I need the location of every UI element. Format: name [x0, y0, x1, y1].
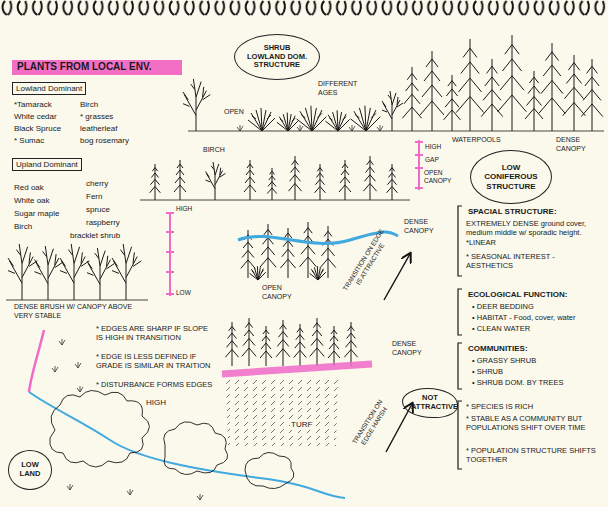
sketch-note: • HABITAT - Food, cover, water	[472, 313, 602, 322]
sketch-note: * POPULATION STRUCTURE SHIFTS TOGETHER	[466, 446, 602, 465]
sketch-note: Birch	[14, 222, 32, 232]
sketch-note: Red oak	[14, 183, 44, 193]
list-heading-box: Lowland Dominant	[12, 82, 86, 95]
sketch-note: raspberry	[86, 218, 120, 228]
note-brackets	[458, 206, 462, 469]
sketch-note: EXTREMELY DENSE ground cover, medium mid…	[466, 219, 602, 247]
spiral-binding	[0, 0, 608, 16]
sketch-note: DENSE BRUSH W/ CANOPY ABOVE VERY STABLE	[14, 303, 140, 321]
rotated-note: TRANSITION ON EDGE HARSH	[348, 394, 395, 455]
node-text: SHRUB LOWLAND DOM. STRUCTURE	[246, 44, 307, 70]
node-text: NOT ATTRACTIVE	[411, 394, 449, 411]
second-row-scene	[140, 156, 410, 200]
sketch-note: OPEN CANOPY	[262, 284, 312, 302]
sketch-note: spruce	[86, 205, 110, 215]
sketch-note: bracklet shrub	[70, 231, 120, 241]
dense-brush-trees	[6, 244, 148, 300]
circled-note: LOW CONIFEROUS STRUCTURE	[470, 150, 552, 204]
sketch-note: bog rosemary	[80, 136, 129, 146]
sketch-note: * STABLE AS A COMMUNITY BUT POPULATIONS …	[466, 414, 602, 433]
sketch-note: * SPECIES IS RICH	[466, 402, 533, 411]
sketch-note: • SHRUB DOM. BY TREES	[472, 378, 564, 387]
top-shrub-scene	[183, 35, 604, 131]
sketch-note: COMMUNITIES:	[468, 344, 528, 354]
sketch-note: ECOLOGICAL FUNCTION:	[468, 290, 567, 300]
sketch-note: DENSE CANOPY	[556, 136, 604, 154]
sketch-note: * EDGES ARE SHARP IF SLOPE IS HIGH IN TR…	[96, 324, 214, 343]
node-text: LOW LAND	[15, 461, 45, 478]
sketch-note: BIRCH	[203, 146, 225, 155]
sketch-note: * Sumac	[14, 136, 44, 146]
list-heading-box: Upland Dominant	[12, 158, 82, 171]
sketch-note: cherry	[86, 179, 108, 189]
circled-note: SHRUB LOWLAND DOM. STRUCTURE	[234, 34, 320, 80]
sketch-note: HIGH	[424, 143, 442, 151]
sketch-note: Sugar maple	[14, 209, 59, 219]
sketch-note: • GRASSY SHRUB	[472, 356, 536, 365]
circled-note: LOW LAND	[8, 450, 53, 490]
sketch-note: OPEN	[224, 108, 244, 117]
sketch-note: * grasses	[80, 112, 113, 122]
node-text: Lowland Dominant	[16, 84, 82, 93]
sketch-note: Black Spruce	[14, 124, 61, 134]
sketch-note: WATERPOOLS	[452, 136, 501, 145]
sketch-note: • SHRUB	[472, 367, 503, 376]
sketch-note: White oak	[14, 196, 50, 206]
sketch-note: • DEER BEDDING	[472, 302, 534, 311]
rotated-note: TRANSITION ON EDGE IS ATTRACTIVE	[341, 227, 393, 297]
height-scales	[166, 140, 423, 296]
sketch-note: DIFFERENT AGES	[318, 80, 370, 98]
sketch-note: leatherleaf	[80, 124, 117, 134]
sketch-note: • CLEAN WATER	[472, 324, 530, 333]
page-title: PLANTS FROM LOCAL ENV.	[12, 60, 182, 75]
speech-bubble: NOT ATTRACTIVE	[402, 388, 457, 418]
node-text: Upland Dominant	[16, 160, 78, 169]
sketch-note: *Tamarack	[14, 100, 52, 110]
sketch-note: * DISTURBANCE FORMS EDGES	[96, 380, 214, 389]
sketch-note: DENSE CANOPY	[392, 340, 436, 358]
sketch-note: * SEASONAL INTEREST - AESTHETICS	[466, 252, 602, 271]
lowland-edge-map	[29, 330, 345, 500]
sketch-note: HIGH	[176, 205, 192, 213]
sketch-note: OPEN CANOPY	[424, 169, 468, 185]
sketch-note: HIGH	[146, 398, 166, 408]
sketch-note: TURF	[290, 420, 313, 430]
sketch-note: DENSE CANOPY	[404, 218, 448, 236]
sketch-note: White cedar	[14, 112, 57, 122]
sketch-note: GAP	[424, 156, 440, 164]
node-text: LOW CONIFEROUS STRUCTURE	[482, 163, 540, 191]
sketch-note: SPACIAL STRUCTURE:	[468, 207, 557, 217]
sketch-note: LOW	[176, 289, 191, 297]
harsh-edge-scene	[222, 318, 412, 452]
sketch-note: Birch	[80, 100, 98, 110]
sketch-note: Fern	[86, 192, 102, 202]
sketch-note: * EDGE IS LESS DEFINED IF GRADE IS SIMIL…	[96, 352, 214, 371]
